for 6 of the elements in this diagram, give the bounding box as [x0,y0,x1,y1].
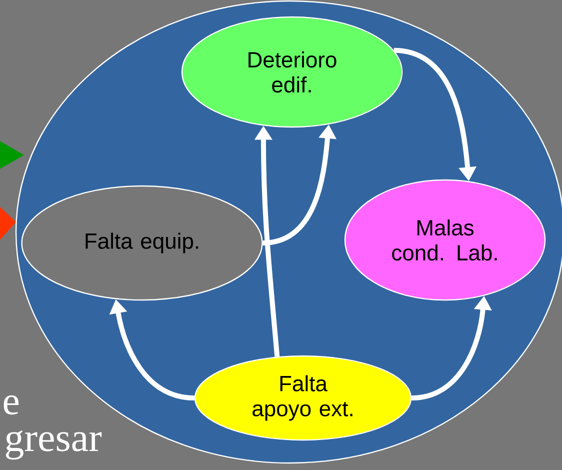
oval-node: Deterioro edif. [181,16,403,128]
slide-text: gresar [6,430,102,460]
oval-node: Falta apoyo ext. [194,355,412,441]
oval-node: Malas cond. Lab. [344,179,546,301]
oval-node: Falta equip. [21,185,263,301]
slide-text: e [4,395,19,415]
